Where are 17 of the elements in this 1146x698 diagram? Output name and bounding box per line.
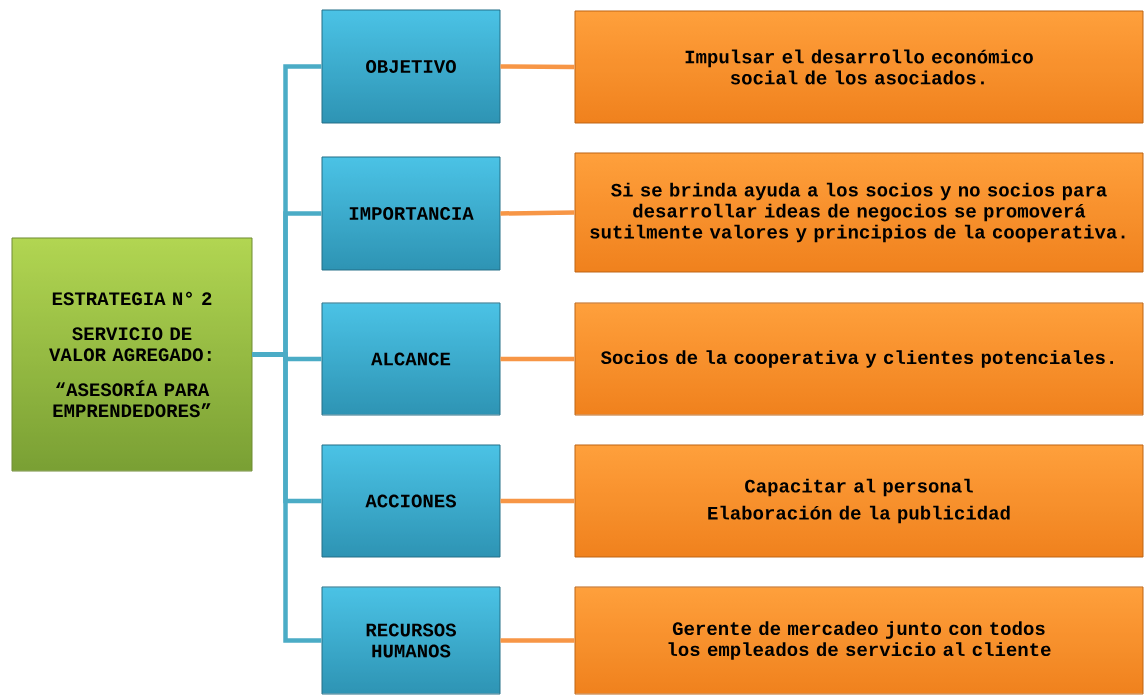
description-box: Gerente de mercadeo junto con todos los empleados de servicio al cliente xyxy=(574,586,1144,695)
connector-line xyxy=(500,210,575,216)
description-box: Impulsar el desarrollo económico social de los asociados. xyxy=(574,10,1144,124)
category-box: RECURSOS HUMANOS xyxy=(321,586,501,695)
connector-line xyxy=(500,64,575,70)
connector-line xyxy=(252,352,322,643)
connector-line xyxy=(500,356,575,362)
category-box: OBJETIVO xyxy=(321,9,501,124)
description-box: Capacitar al personal Elaboración de la publicidad xyxy=(574,444,1144,558)
category-box: ALCANCE xyxy=(321,302,501,416)
strategy-box: ESTRATEGIA N° 2 SERVICIO DE VALOR AGREGADO: “ASESORÍA PARA EMPRENDEDORES” xyxy=(11,237,253,472)
category-box: ACCIONES xyxy=(321,444,501,558)
connector-line xyxy=(500,638,575,643)
connector-line xyxy=(500,498,575,504)
description-box: Si se brinda ayuda a los socios y no socios para desarrollar ideas de negocios se promoverá sutilmente valores y principios de la cooperativa. xyxy=(574,152,1144,273)
description-box: Socios de la cooperativa y clientes potenciales. xyxy=(574,302,1144,416)
category-box: IMPORTANCIA xyxy=(321,156,501,271)
